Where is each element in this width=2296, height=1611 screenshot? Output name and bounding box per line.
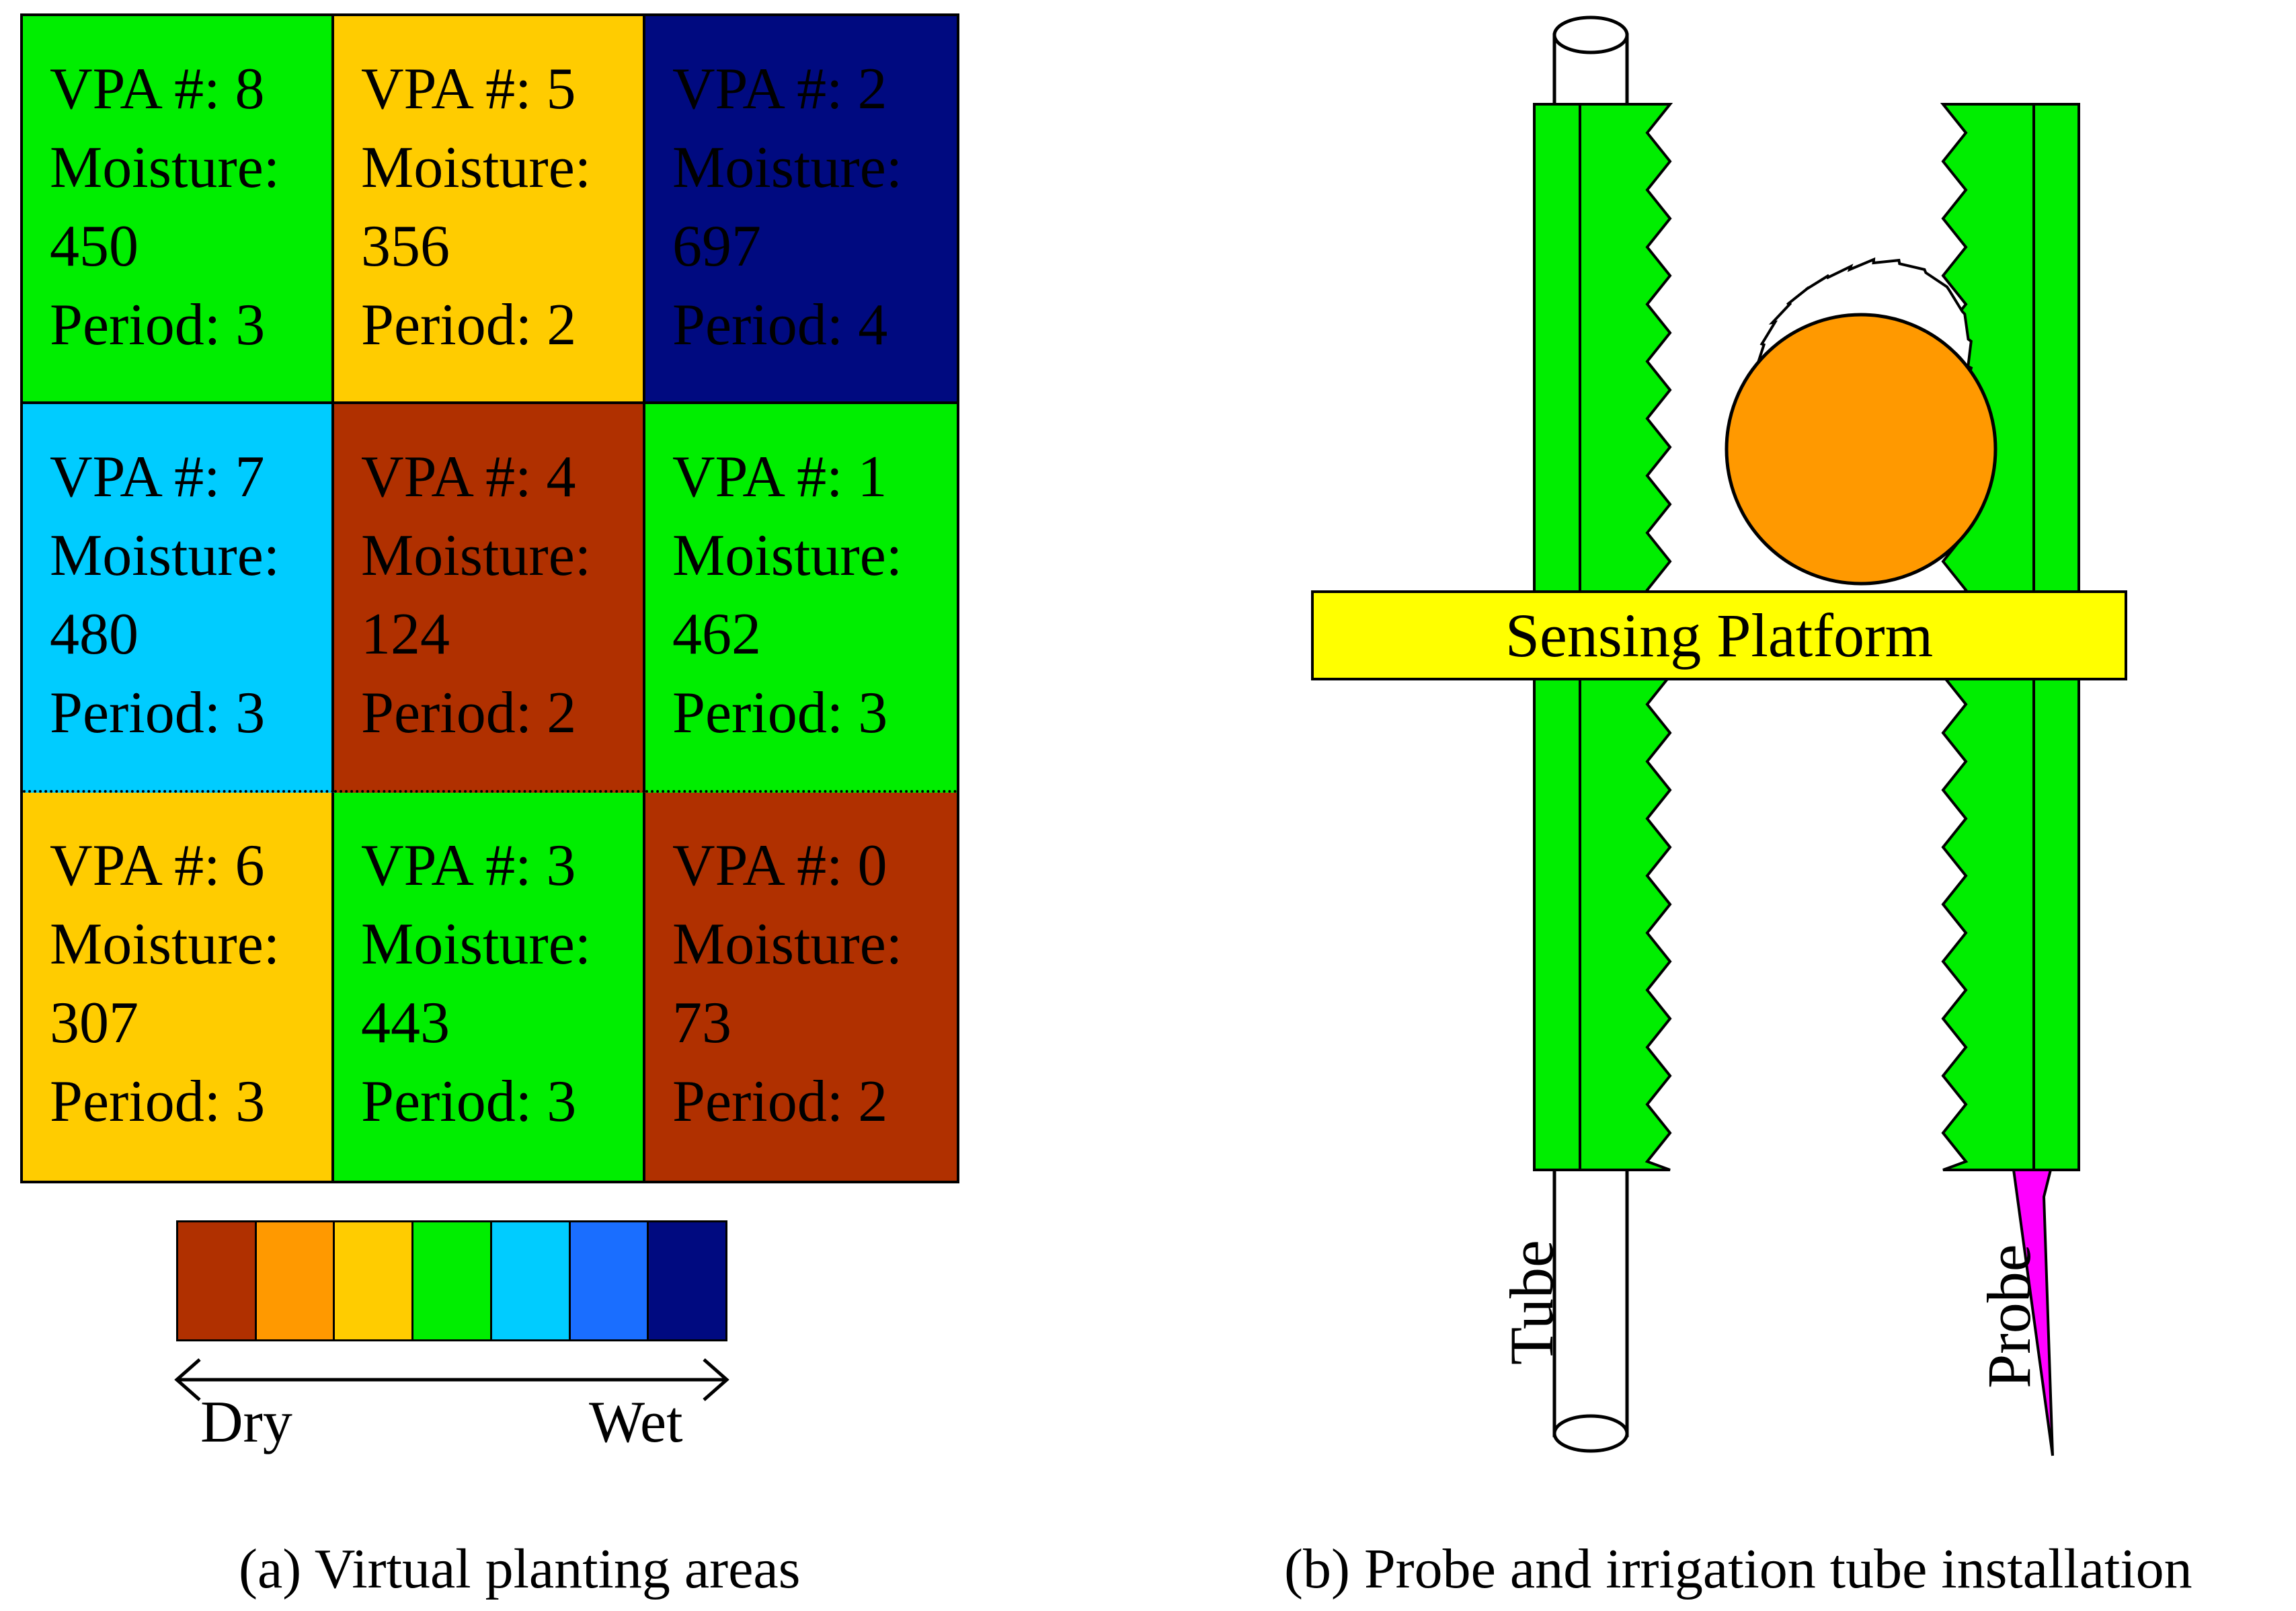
- scale-swatch: [333, 1220, 414, 1341]
- period-value: Period: 3: [50, 1068, 266, 1134]
- vpa-number: VPA #: 4: [361, 444, 576, 510]
- moisture-label: Moisture:: [672, 135, 903, 200]
- moisture-label: Moisture:: [361, 135, 592, 200]
- moisture-color-scale: [176, 1220, 727, 1341]
- vpa-number: VPA #: 1: [672, 444, 887, 510]
- vpa-number: VPA #: 8: [50, 56, 265, 122]
- probe-tube-diagram: [1311, 15, 2127, 1456]
- moisture-value: 356: [361, 214, 450, 279]
- period-value: Period: 3: [361, 1068, 577, 1134]
- vpa-number: VPA #: 0: [672, 832, 887, 898]
- caption-a: (a) Virtual planting areas: [239, 1538, 801, 1600]
- scale-swatch: [254, 1220, 335, 1341]
- period-value: Period: 2: [361, 680, 577, 746]
- moisture-label: Moisture:: [50, 523, 280, 589]
- moisture-value: 443: [361, 990, 450, 1056]
- probe-tip: [2012, 1169, 2054, 1456]
- vpa-number: VPA #: 5: [361, 56, 576, 122]
- moisture-label: Moisture:: [672, 911, 903, 977]
- tube-label: Tube: [1497, 1240, 1566, 1365]
- period-value: Period: 2: [361, 292, 577, 358]
- scale-swatch: [411, 1220, 492, 1341]
- period-value: Period: 3: [50, 292, 266, 358]
- period-value: Period: 2: [672, 1068, 888, 1134]
- wet-label: Wet: [589, 1390, 683, 1455]
- moisture-value: 480: [50, 602, 138, 668]
- vpa-number: VPA #: 6: [50, 832, 265, 898]
- moisture-value: 450: [50, 214, 138, 279]
- moisture-label: Moisture:: [50, 911, 280, 977]
- soil-ball: [1725, 313, 1997, 586]
- tube-bottom-cap: [1552, 1414, 1629, 1453]
- moisture-value: 697: [672, 214, 761, 279]
- scale-swatch: [176, 1220, 257, 1341]
- caption-b: (b) Probe and irrigation tube installati…: [1284, 1538, 2192, 1600]
- scale-swatch: [568, 1220, 649, 1341]
- moisture-label: Moisture:: [361, 523, 592, 589]
- tube-top-cap: [1552, 15, 1629, 54]
- moisture-value: 124: [361, 602, 450, 668]
- vpa-number: VPA #: 2: [672, 56, 887, 122]
- moisture-value: 73: [672, 990, 731, 1056]
- moisture-label: Moisture:: [672, 523, 903, 589]
- sensing-platform: [1311, 590, 2127, 680]
- sensing-platform-label: Sensing Platform: [1505, 601, 1934, 670]
- period-value: Period: 3: [50, 680, 266, 746]
- moisture-value: 307: [50, 990, 138, 1056]
- dry-wet-arrow: [174, 1358, 729, 1401]
- scale-swatch: [647, 1220, 727, 1341]
- vpa-number: VPA #: 3: [361, 832, 576, 898]
- dry-label: Dry: [200, 1390, 292, 1455]
- moisture-label: Moisture:: [361, 911, 592, 977]
- moisture-value: 462: [672, 602, 761, 668]
- period-value: Period: 4: [672, 292, 888, 358]
- probe-label: Probe: [1975, 1244, 2043, 1388]
- period-value: Period: 3: [672, 680, 888, 746]
- vpa-number: VPA #: 7: [50, 444, 265, 510]
- moisture-label: Moisture:: [50, 135, 280, 200]
- scale-swatch: [489, 1220, 571, 1341]
